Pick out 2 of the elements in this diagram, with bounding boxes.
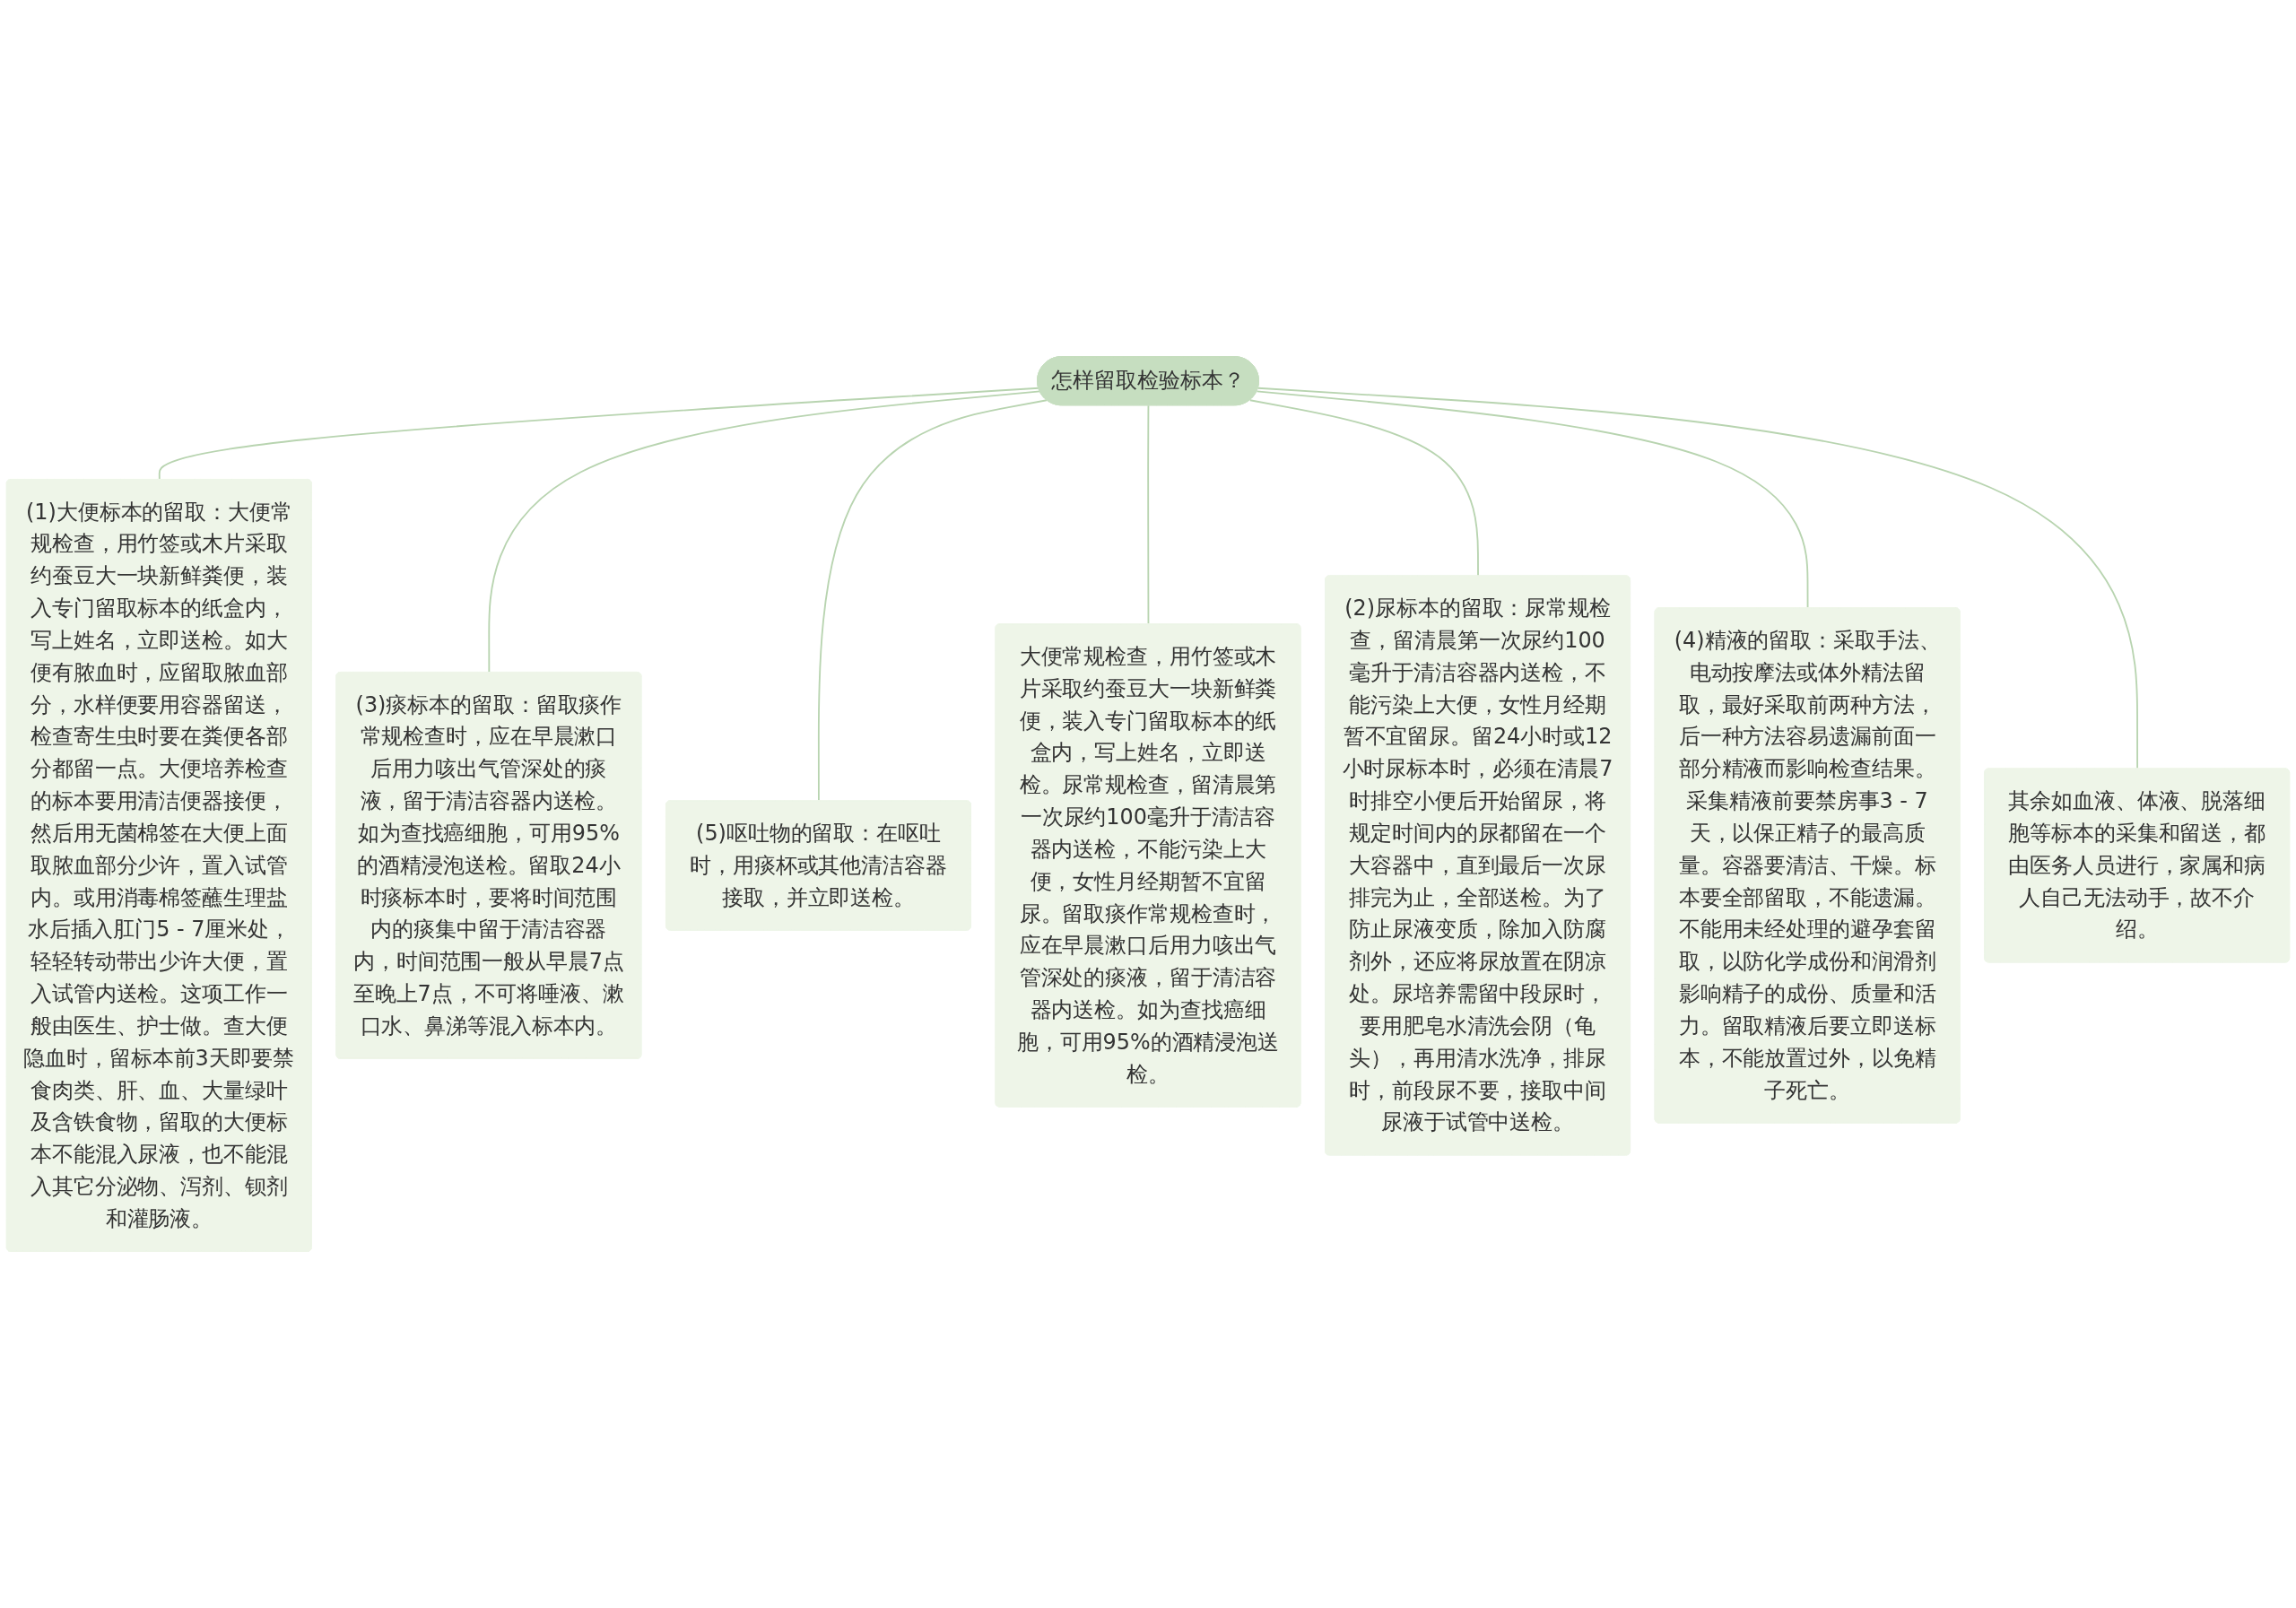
connector (158, 387, 1039, 481)
connector (488, 390, 1041, 674)
